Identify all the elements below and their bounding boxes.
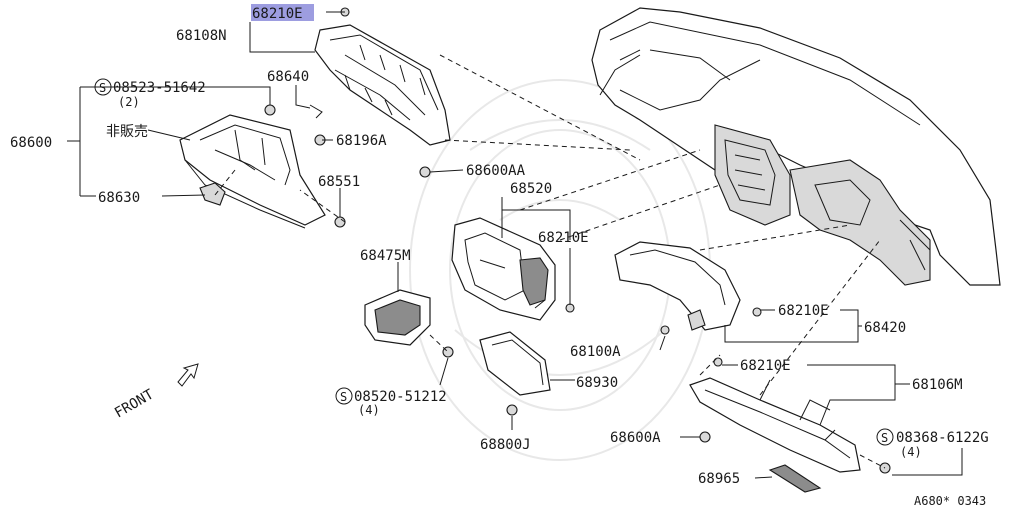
screw-symbol-3: S [881, 431, 888, 445]
label-08520-qty: (4) [358, 403, 380, 417]
label-68420: 68420 [864, 320, 906, 336]
dashed-guide-lines [214, 54, 886, 469]
lower-panel-68106M-drawing [689, 377, 861, 473]
label-68800J: 68800J [480, 437, 531, 453]
leader-lines [67, 11, 963, 479]
glove-box-drawing [179, 114, 326, 229]
reference-code: A680* 0343 [914, 494, 986, 508]
pocket-68475M-drawing [364, 289, 431, 346]
label-front: FRONT [112, 386, 157, 421]
clip-68630-drawing [199, 182, 226, 206]
label-68210E-right: 68210E [778, 303, 829, 319]
label-68640: 68640 [267, 69, 309, 85]
label-68630: 68630 [98, 190, 140, 206]
label-68196A: 68196A [336, 133, 387, 149]
label-68551: 68551 [318, 174, 360, 190]
screw-symbol-2: S [340, 390, 347, 404]
front-arrow-icon [177, 363, 199, 387]
label-68210E-top: 68210E [252, 6, 303, 22]
label-08523-51642: 08523-51642 [113, 80, 206, 96]
label-68600AA: 68600AA [466, 163, 526, 179]
cluster-hood-68420-drawing [614, 241, 741, 331]
label-68108N: 68108N [176, 28, 227, 44]
label-68210E-mid: 68210E [538, 230, 589, 246]
label-68930: 68930 [576, 375, 618, 391]
strip-68965-drawing [768, 464, 822, 493]
label-68100A: 68100A [570, 344, 621, 360]
center-bezel-68520-drawing [451, 217, 556, 321]
label-08523-qty: (2) [118, 95, 140, 109]
label-08520-51212: 08520-51212 [354, 389, 447, 405]
label-not-for-sale: 非販売 [106, 124, 148, 140]
label-68106M: 68106M [912, 377, 963, 393]
label-68600: 68600 [10, 135, 52, 151]
label-08368-qty: (4) [900, 445, 922, 459]
screw-symbol-1: S [99, 81, 106, 95]
bracket-68108N-drawing [314, 24, 451, 146]
label-68210E-low: 68210E [740, 358, 791, 374]
label-08368-6122G: 08368-6122G [896, 430, 989, 446]
highlight-box [251, 4, 314, 21]
lid-68930-drawing [479, 331, 551, 396]
label-68520: 68520 [510, 181, 552, 197]
instrument-panel-drawing [591, 7, 1001, 286]
label-68965: 68965 [698, 471, 740, 487]
label-68475M: 68475M [360, 248, 411, 264]
screw-symbol-group: S S S [94, 78, 894, 446]
label-68600A: 68600A [610, 430, 661, 446]
